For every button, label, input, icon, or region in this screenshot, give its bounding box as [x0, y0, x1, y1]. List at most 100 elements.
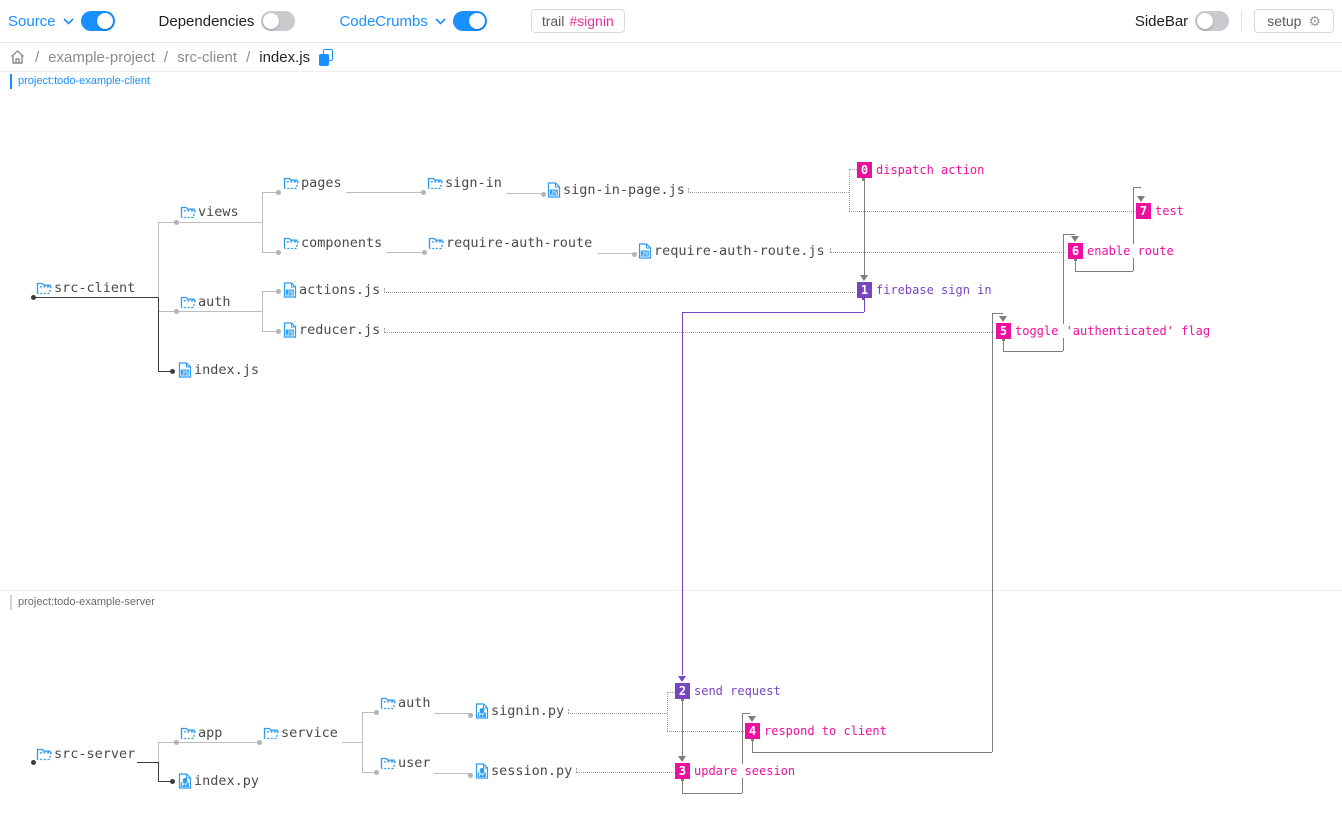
codecrumb-badge-2[interactable]: 2: [675, 683, 690, 699]
codecrumb-badge-7[interactable]: 7: [1136, 203, 1151, 219]
tree-line: [158, 222, 262, 223]
breadcrumb-separator: /: [163, 48, 169, 66]
toggle-knob: [1197, 13, 1214, 29]
tree-node-auth[interactable]: auth: [380, 694, 433, 712]
tree-node-src-client[interactable]: src-client: [36, 279, 138, 297]
toggle-knob: [468, 13, 485, 29]
tree-node-label: app: [198, 725, 223, 741]
tree-anchor-dot: [174, 309, 179, 314]
codecrumb-label-1[interactable]: firebase sign in: [876, 283, 992, 297]
trail-connector-nub: [1002, 338, 1005, 341]
tree-node-views[interactable]: views: [180, 203, 241, 221]
tree-line-active: [158, 762, 159, 781]
dotted-link-line: [568, 713, 667, 714]
py-file-icon: PY: [475, 763, 489, 779]
trail-connector: [682, 312, 864, 313]
breadcrumb-item-project[interactable]: example-project: [48, 48, 155, 66]
sidebar-control: SideBar: [1134, 11, 1230, 31]
tree-node-require-auth-route[interactable]: require-auth-route: [428, 234, 595, 252]
dotted-link-tick: [568, 709, 569, 713]
codecrumbs-toggle[interactable]: [452, 11, 487, 31]
tree-node-src-server[interactable]: src-server: [36, 745, 138, 763]
codecrumb-label-2[interactable]: send request: [694, 684, 781, 698]
home-icon[interactable]: [9, 49, 26, 65]
tree-node-pages[interactable]: pages: [283, 174, 344, 192]
trail-connector: [1133, 187, 1134, 271]
tree-node-label: actions.js: [299, 282, 381, 298]
codecrumb-badge-1[interactable]: 1: [857, 282, 872, 298]
dependencies-control: Dependencies: [159, 11, 296, 31]
trail-connector: [1075, 259, 1076, 271]
dotted-link-line: [849, 169, 857, 170]
tree-node-user[interactable]: user: [380, 754, 433, 772]
setup-button[interactable]: setup ⚙: [1254, 9, 1334, 33]
folder-icon: [180, 206, 196, 218]
codecrumb-label-4[interactable]: respond to client: [764, 724, 887, 738]
codecrumb-label-6[interactable]: enable route: [1087, 244, 1174, 258]
gear-icon: ⚙: [1308, 13, 1321, 29]
tree-node-sign-in[interactable]: sign-in: [427, 174, 504, 192]
tree-node-label: index.js: [194, 362, 260, 378]
tree-line: [262, 331, 278, 332]
tree-node-app[interactable]: app: [180, 724, 225, 742]
tree-node-label: index.py: [194, 773, 260, 789]
trail-badge[interactable]: trail #signin: [530, 9, 625, 33]
tree-node-auth[interactable]: auth: [180, 293, 233, 311]
codecrumb-badge-5[interactable]: 5: [996, 323, 1011, 339]
tree-node-label: components: [301, 235, 383, 251]
tree-node-service[interactable]: service: [263, 724, 340, 742]
tree-line: [262, 252, 278, 253]
dotted-link-line: [667, 692, 675, 693]
tree-node-label: src-server: [54, 746, 136, 762]
dotted-link-tick: [384, 288, 385, 292]
dependencies-toggle[interactable]: [261, 11, 296, 31]
tree-line: [158, 222, 159, 297]
trail-arrow-icon: [860, 275, 868, 281]
tree-anchor-dot: [276, 250, 281, 255]
dotted-link-line: [830, 252, 1066, 253]
tree-anchor-dot: [374, 710, 379, 715]
py-file-icon: PY: [178, 773, 192, 789]
trail-connector: [682, 793, 742, 794]
codecrumb-label-0[interactable]: dispatch action: [876, 163, 985, 177]
svg-text:PY: PY: [479, 712, 485, 718]
tree-line: [342, 742, 362, 743]
source-menu[interactable]: Source: [8, 12, 56, 30]
tree-line: [362, 712, 376, 713]
codecrumb-badge-6[interactable]: 6: [1068, 243, 1083, 259]
codecrumb-badge-0[interactable]: 0: [857, 162, 872, 178]
project-label-server: project:todo-example-server: [10, 595, 155, 610]
tree-node-label: signin.py: [491, 703, 565, 719]
source-toggle[interactable]: [80, 11, 115, 31]
dotted-link-line: [667, 692, 668, 731]
sidebar-toggle[interactable]: [1195, 11, 1230, 31]
dotted-link-line: [667, 731, 744, 732]
codecrumb-badge-4[interactable]: 4: [745, 723, 760, 739]
codecrumb-label-7[interactable]: test: [1155, 204, 1184, 218]
tree-node-signin-py[interactable]: PY signin.py: [475, 702, 567, 720]
trail-connector-nub: [681, 698, 684, 701]
tree-anchor-dot: [174, 740, 179, 745]
tree-anchor-dot-active: [31, 760, 36, 765]
codecrumb-badge-3[interactable]: 3: [675, 763, 690, 779]
tree-node-components[interactable]: components: [283, 234, 385, 252]
codecrumb-label-5[interactable]: toggle 'authenticated' flag: [1015, 324, 1211, 338]
codecrumb-label-3[interactable]: updare seesion: [694, 764, 796, 778]
trail-connector: [752, 739, 753, 752]
breadcrumb-item-folder[interactable]: src-client: [177, 48, 238, 66]
copy-icon-front: [319, 53, 330, 66]
tree-node-label: src-client: [54, 280, 136, 296]
tree-line: [362, 772, 376, 773]
codecrumbs-menu[interactable]: CodeCrumbs: [339, 12, 428, 30]
copy-icon[interactable]: [319, 48, 334, 66]
sidebar-label: SideBar: [1134, 12, 1189, 30]
tree-anchor-dot: [421, 190, 426, 195]
tree-line: [262, 192, 263, 252]
